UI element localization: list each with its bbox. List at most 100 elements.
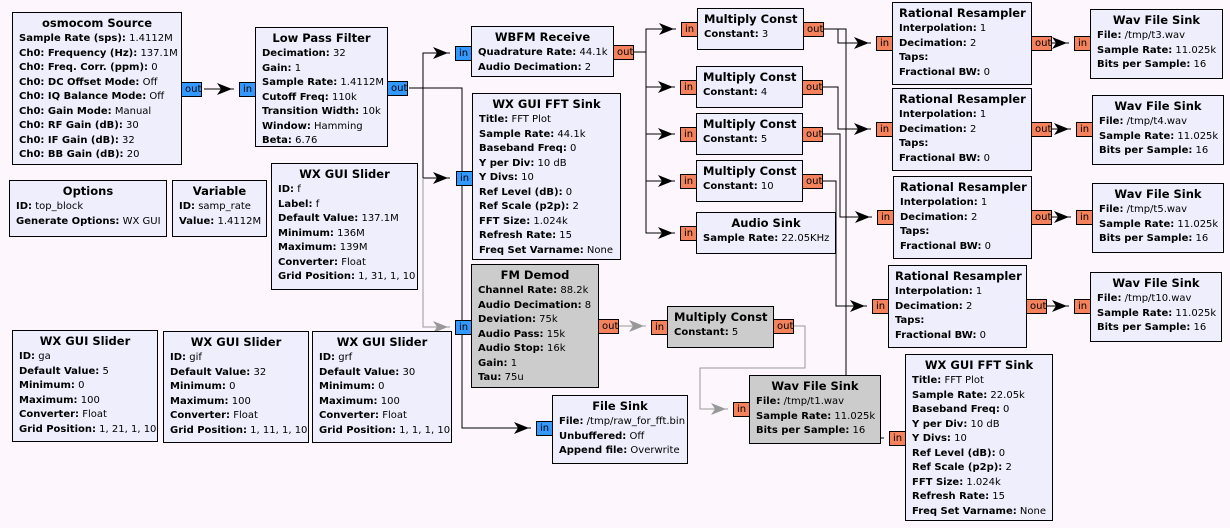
block-param: Decimation: 32: [262, 47, 381, 62]
multiply-const-disabled-out-port[interactable]: out: [773, 319, 794, 334]
low-pass-filter-in-port[interactable]: in: [239, 82, 256, 97]
mult-10-out-port[interactable]: out: [802, 174, 823, 189]
param-value: 6.76: [295, 135, 318, 146]
param-value: 100: [231, 395, 251, 407]
block-param: Maximum: 100: [319, 395, 445, 410]
param-key: Bits per Sample:: [1099, 233, 1193, 244]
connection-wire[interactable]: [823, 86, 871, 130]
resampler-1-in-port[interactable]: in: [876, 36, 893, 51]
connection-wire[interactable]: [645, 87, 675, 135]
block-param: Title: FFT Plot: [912, 374, 1046, 389]
wav-sink-t5-in-port[interactable]: in: [1076, 210, 1093, 225]
connection-wire[interactable]: [409, 52, 450, 89]
param-key: Y Divs:: [479, 172, 518, 183]
resampler-4-in-port[interactable]: in: [872, 299, 889, 314]
file-sink-in-port[interactable]: in: [536, 421, 553, 436]
connection-arrowhead-icon: [658, 81, 673, 93]
param-value: 1: [294, 62, 302, 74]
block-param: Bits per Sample: 16: [1097, 321, 1215, 336]
param-value: 75u: [504, 372, 524, 383]
fft-sink-2-in-port[interactable]: in: [889, 431, 906, 446]
param-value: 2: [971, 211, 978, 223]
wbfm-receive-in-port[interactable]: in: [455, 46, 472, 61]
param-key: Interpolation:: [900, 197, 978, 208]
block-param: Minimum: 0: [170, 380, 302, 395]
connection-wire[interactable]: [823, 133, 872, 218]
param-value: 10: [760, 181, 774, 192]
fm-demod-out-port[interactable]: out: [598, 319, 619, 334]
param-key: ID:: [170, 352, 187, 363]
mult-10-in-port[interactable]: in: [680, 174, 697, 189]
param-value: Manual: [114, 105, 152, 117]
wbfm-receive-out-port[interactable]: out: [613, 45, 634, 60]
connection-wire[interactable]: [422, 178, 450, 328]
block-param: Generate Options: WX GUI: [16, 215, 161, 230]
connection-wire[interactable]: [422, 88, 450, 179]
multiply-const-disabled-in-port[interactable]: in: [651, 320, 668, 335]
mult-3-in-port[interactable]: in: [681, 22, 698, 37]
osmocom-source-out-port[interactable]: out: [181, 82, 202, 97]
wav-sink-t4-in-port[interactable]: in: [1076, 122, 1093, 137]
connection-wire[interactable]: [645, 52, 675, 88]
param-key: Decimation:: [900, 211, 968, 223]
fm-demod-in-port[interactable]: in: [455, 320, 472, 335]
wav-sink-t3-in-port[interactable]: in: [1074, 36, 1091, 51]
mult-3-out-port[interactable]: out: [803, 22, 824, 37]
param-value: FFT Plot: [944, 375, 984, 386]
param-value: 1: [975, 286, 983, 297]
fft-sink-1-in-port[interactable]: in: [456, 171, 473, 186]
block-param: Bits per Sample: 16: [1099, 144, 1217, 159]
connection-wire[interactable]: [645, 181, 675, 234]
resampler-3-in-port[interactable]: in: [877, 210, 894, 225]
wav-sink-t10-in-port[interactable]: in: [1074, 299, 1091, 314]
low-pass-filter-out-port[interactable]: out: [387, 81, 408, 96]
param-value: Float: [82, 409, 107, 420]
resampler-2-out-port[interactable]: out: [1031, 122, 1052, 137]
mult-4-in-port[interactable]: in: [680, 80, 697, 95]
resampler-1-out-port[interactable]: out: [1031, 36, 1052, 51]
connection-wire[interactable]: [634, 28, 676, 53]
block-title: osmocom Source: [42, 16, 152, 30]
mult-5-out-port[interactable]: out: [802, 127, 823, 142]
resampler-3-out-port[interactable]: out: [1031, 210, 1052, 225]
resampler-4-out-port[interactable]: out: [1026, 299, 1047, 314]
connection-wire[interactable]: [824, 28, 871, 44]
param-value: top_block: [35, 201, 84, 212]
mult-5-in-port[interactable]: in: [680, 127, 697, 142]
wav-sink-t1-in-port[interactable]: in: [733, 402, 750, 417]
connection-arrowhead-icon: [217, 83, 232, 95]
block-title: WX GUI FFT Sink: [492, 97, 601, 111]
connection-wire[interactable]: [645, 134, 675, 182]
audio-sink-in-port[interactable]: in: [680, 226, 697, 241]
resampler-2-in-port[interactable]: in: [876, 122, 893, 137]
mult-4-out-port[interactable]: out: [802, 80, 823, 95]
